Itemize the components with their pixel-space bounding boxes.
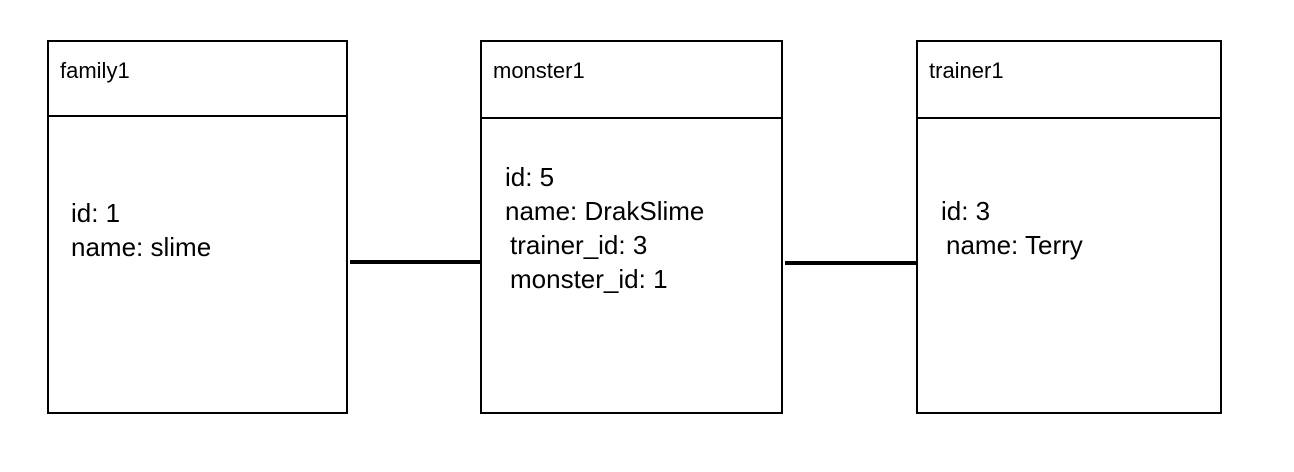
entity-trainer1: trainer1 id: 3 name: Terry [916,40,1222,414]
entity-header: monster1 [482,42,781,119]
attribute-name: name: Terry [946,230,1083,260]
attribute-name: name: DrakSlime [505,196,705,226]
attribute-trainer-id: trainer_id: 3 [510,230,648,260]
attribute-id: id: 3 [941,196,991,226]
entity-title: monster1 [493,58,585,83]
entity-title: trainer1 [929,58,1004,83]
entity-monster1: monster1 id: 5 name: DrakSlime trainer_i… [480,40,783,414]
attribute-monster-id: monster_id: 1 [510,264,668,294]
attribute-id: id: 5 [505,162,555,192]
attribute-id: id: 1 [71,198,121,228]
entity-header: family1 [49,42,346,117]
entity-header: trainer1 [918,42,1220,119]
entity-title: family1 [60,58,130,83]
entity-family1: family1 id: 1 name: slime [47,40,348,414]
relationship-line-family-monster [350,260,480,264]
attribute-name: name: slime [71,232,212,262]
relationship-line-monster-trainer [785,261,916,265]
